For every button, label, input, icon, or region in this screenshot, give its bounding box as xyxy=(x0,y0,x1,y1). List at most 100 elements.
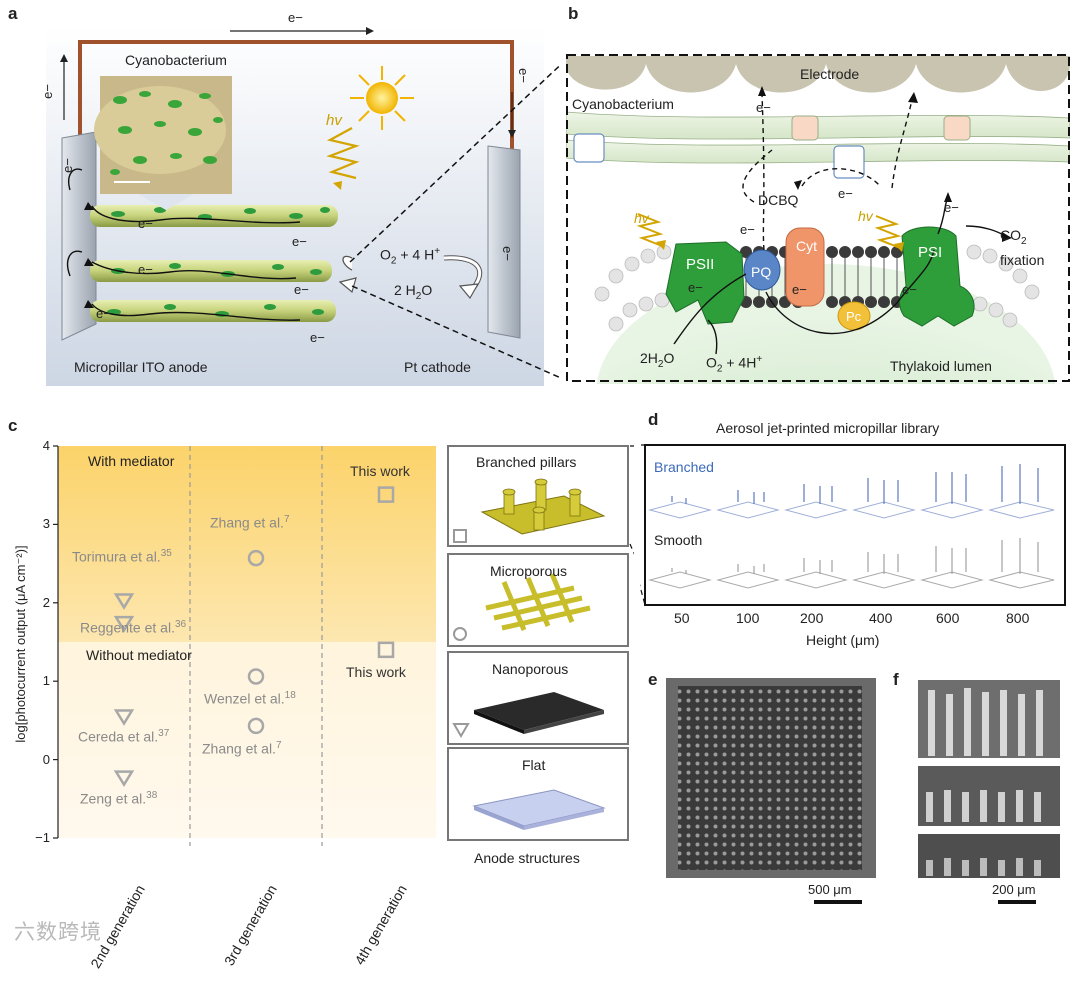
panel-a-rod3-electron: e− xyxy=(96,306,111,321)
y-tick-label: 2 xyxy=(42,594,50,610)
oxygen-subscript: 2 xyxy=(390,255,397,267)
triangle-marker xyxy=(113,709,135,726)
panel-label-c: c xyxy=(8,416,18,435)
panel-b-e2: e− xyxy=(838,186,853,201)
panel-b-pc-label: Pc xyxy=(846,309,862,324)
panel-b-e5: e− xyxy=(688,280,703,295)
panel-d-height-50: 50 xyxy=(674,610,690,626)
y-tick-label: −1 xyxy=(35,830,50,845)
panel-label-e: e xyxy=(648,670,658,689)
y-axis-label: log[photocurrent output (μA cm⁻²)] xyxy=(13,545,28,743)
square-marker xyxy=(377,641,395,659)
triangle-marker xyxy=(113,770,135,788)
panel-f-micrographs xyxy=(918,680,1060,878)
panel-d-height-100: 100 xyxy=(736,610,760,626)
panel-a-left-electron: e− xyxy=(39,84,55,99)
water-end: O xyxy=(421,282,433,298)
oxygen-sub: 2 xyxy=(716,363,723,375)
water-symbol: 2 H xyxy=(394,282,416,298)
y-tick-label: 0 xyxy=(42,751,50,767)
panel-label-d: d xyxy=(648,410,659,429)
panel-a-hv-label: hv xyxy=(326,112,342,129)
circle-marker xyxy=(247,668,265,685)
anode-microporous-label: Microporous xyxy=(490,563,568,579)
point-label: Torimura et al.35 xyxy=(72,548,172,566)
panel-a-water-reaction: 2 H2O xyxy=(394,282,432,302)
panel-a-rod2-electron: e− xyxy=(138,262,153,277)
panel-d-height-600: 600 xyxy=(936,610,960,626)
oxygen-sup: + xyxy=(756,354,763,365)
panel-f-scale-label: 200 μm xyxy=(992,882,1036,897)
y-tick-label: 3 xyxy=(42,516,50,532)
proton-superscript: + xyxy=(434,246,441,257)
panel-a-plate-electron: e− xyxy=(59,158,75,173)
panel-b-e1: e− xyxy=(756,100,771,115)
panel-d-height-200: 200 xyxy=(800,610,824,626)
panel-e-micrograph xyxy=(666,678,876,878)
panel-b-e7: e− xyxy=(902,282,917,297)
panel-a-cyanobacterium-label: Cyanobacterium xyxy=(125,52,227,68)
panel-f-scale-bar xyxy=(998,900,1036,904)
panel-a-rod1-right-electron: e− xyxy=(292,234,307,249)
panel-label-f: f xyxy=(893,670,899,689)
panel-d-title: Aerosol jet-printed micropillar library xyxy=(716,420,940,436)
panel-b-e4: e− xyxy=(944,200,959,215)
proton-term: + 4 H xyxy=(396,246,435,263)
panel-d-smooth-label: Smooth xyxy=(654,532,703,548)
y-tick-label: 4 xyxy=(42,438,50,453)
water-o: O xyxy=(663,350,675,366)
panel-b-oxygen-label: O2 + 4H+ xyxy=(706,354,762,374)
oxygen-symbol: O xyxy=(380,246,391,263)
panel-b-e3: e− xyxy=(740,222,755,237)
panel-a-rod2-right-electron: e− xyxy=(294,282,309,297)
co2-subscript: 2 xyxy=(1021,235,1027,247)
oxygen-protons: + 4H xyxy=(722,354,757,371)
panel-c-chart xyxy=(53,445,436,846)
point-label: Reggente et al.36 xyxy=(80,619,187,636)
anode-nanoporous-label: Nanoporous xyxy=(492,661,569,677)
triangle-marker xyxy=(113,615,135,633)
panel-e-scale-bar xyxy=(814,900,862,904)
point-label: This work xyxy=(350,462,410,479)
watermark: 六数跨境 xyxy=(14,920,102,944)
panel-b-figure xyxy=(566,54,1070,384)
panel-e-scale-label: 500 μm xyxy=(808,882,852,897)
panel-b-electrode-label: Electrode xyxy=(800,66,860,82)
without-mediator-label: Without mediator xyxy=(86,647,192,663)
point-label: Zhang et al.7 xyxy=(202,739,282,757)
circle-marker xyxy=(247,549,265,567)
panel-b-water-label: 2H2O xyxy=(640,350,674,370)
panel-a-figure xyxy=(46,27,560,386)
panel-a-oxygen-reaction: O2 + 4 H+ xyxy=(380,246,440,266)
panel-label-a: a xyxy=(8,4,18,23)
panel-d-xlabel: Height (μm) xyxy=(806,632,880,648)
anode-branched-label: Branched pillars xyxy=(476,454,577,470)
panel-a-rod3-right-electron: e− xyxy=(310,330,325,345)
panel-a-rod1-electron: e− xyxy=(138,216,153,231)
y-tick-label: 1 xyxy=(42,673,50,689)
without-mediator-region xyxy=(58,642,436,838)
panel-d-branched-label: Branched xyxy=(654,459,714,475)
water-subscript: 2 xyxy=(415,290,422,302)
panel-a-anode-label: Micropillar ITO anode xyxy=(74,359,208,375)
panel-label-b: b xyxy=(568,4,579,23)
with-mediator-region xyxy=(58,446,436,642)
panel-a-cathode-label: Pt cathode xyxy=(404,359,471,375)
point-label: Wenzel et al.18 xyxy=(204,690,296,708)
point-label: Zeng et al.38 xyxy=(80,789,158,807)
panel-b-pq-label: PQ xyxy=(751,264,772,280)
panel-b-e6: e− xyxy=(792,282,807,297)
panel-b-psii-label: PSII xyxy=(686,256,715,273)
co2-symbol: CO xyxy=(1000,227,1021,243)
panel-d-height-400: 400 xyxy=(869,610,893,626)
water-sub: 2 xyxy=(657,358,664,370)
anode-flat-label: Flat xyxy=(522,757,546,773)
panel-b-cyt-label: Cyt xyxy=(796,238,817,254)
circle-marker xyxy=(247,717,265,735)
oxygen-main: O xyxy=(706,354,717,371)
with-mediator-label: With mediator xyxy=(88,453,175,469)
panel-b-hv-left: hv xyxy=(634,210,649,226)
triangle-marker xyxy=(113,593,135,610)
panel-b-lumen-label: Thylakoid lumen xyxy=(890,358,992,374)
panel-b-psi-label: PSI xyxy=(918,244,943,261)
